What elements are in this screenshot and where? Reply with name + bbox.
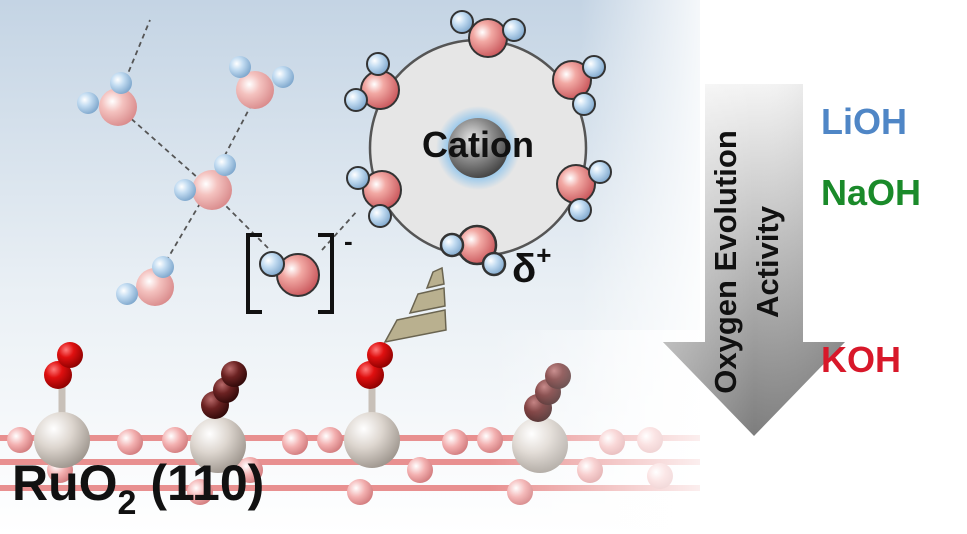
electrolyte-lioh: LiOH	[821, 101, 907, 142]
hydrogen-atom	[77, 92, 99, 114]
arrow-label-line1: Oxygen Evolution	[708, 130, 743, 394]
shell-water-lower-right	[556, 160, 612, 222]
delta-symbol: δ	[512, 247, 536, 291]
surface-label: RuO2 (110)	[12, 455, 264, 522]
oxygen-atom	[99, 88, 137, 126]
shell-water-top	[450, 10, 526, 58]
free-water-4	[116, 256, 174, 306]
activity-arrow: Oxygen Evolution Activity	[663, 84, 845, 436]
hydrogen-atom	[344, 88, 368, 112]
hydrogen-atom	[116, 283, 138, 305]
delta-label: δ+	[512, 240, 551, 291]
hydrogen-atom	[110, 72, 132, 94]
hydrogen-atom	[568, 198, 592, 222]
cone-segment	[425, 266, 445, 290]
shell-water-lower-left	[346, 166, 402, 228]
hydrogen-atom	[368, 204, 392, 228]
hydrogen-atom	[502, 18, 526, 42]
oxygen-atom	[192, 170, 232, 210]
hydrogen-atom	[439, 232, 465, 258]
hydrogen-atom	[450, 10, 474, 34]
delta-sign: +	[536, 240, 551, 270]
surface-fade	[0, 330, 700, 534]
hydroxide-ion: -	[246, 226, 353, 314]
electrolyte-koh: KOH	[821, 339, 901, 380]
hydrogen-atom	[588, 160, 612, 184]
hbond-line	[157, 194, 206, 276]
hbond-line	[114, 19, 151, 106]
hydroxide-charge: -	[344, 226, 353, 256]
surface-label-facet: (110)	[136, 455, 264, 511]
oxygen-atom	[468, 18, 508, 58]
hydrogen-atom	[582, 55, 606, 79]
hbond-line	[219, 199, 269, 249]
hydrogen-atom	[481, 251, 507, 277]
hydrogen-atom	[572, 92, 596, 116]
oxygen-atom	[236, 71, 274, 109]
hydrogen-atom	[152, 256, 174, 278]
hydrogen-atom	[346, 166, 370, 190]
surface-label-subscript: 2	[118, 484, 137, 522]
free-water-1	[77, 72, 137, 126]
cation-label: Cation	[422, 124, 534, 165]
hydrogen-atom	[366, 52, 390, 76]
hydrogen-atom	[174, 179, 196, 201]
hydrogen-atom	[229, 56, 251, 78]
right-bracket	[318, 233, 334, 314]
cone-segment	[408, 287, 446, 315]
shell-water-upper-left	[344, 52, 400, 112]
surface-label-prefix: RuO	[12, 455, 118, 511]
hydrogen-atom	[272, 66, 294, 88]
ruo2-surface	[0, 330, 700, 534]
cation-hydration-shell: Cation	[368, 38, 588, 258]
hydrogen-atom	[259, 251, 285, 277]
free-water-3	[174, 154, 236, 210]
free-water-2	[229, 56, 294, 109]
electrolyte-naoh: NaOH	[821, 172, 921, 213]
hydrogen-atom	[214, 154, 236, 176]
oxygen-atom	[552, 60, 592, 100]
left-bracket	[246, 233, 262, 314]
arrow-label-line2: Activity	[750, 205, 785, 318]
cation-core	[448, 118, 508, 178]
shell-water-bottom	[439, 224, 507, 277]
shell-water-upper-right	[552, 55, 606, 116]
arrow-shading	[663, 84, 845, 436]
